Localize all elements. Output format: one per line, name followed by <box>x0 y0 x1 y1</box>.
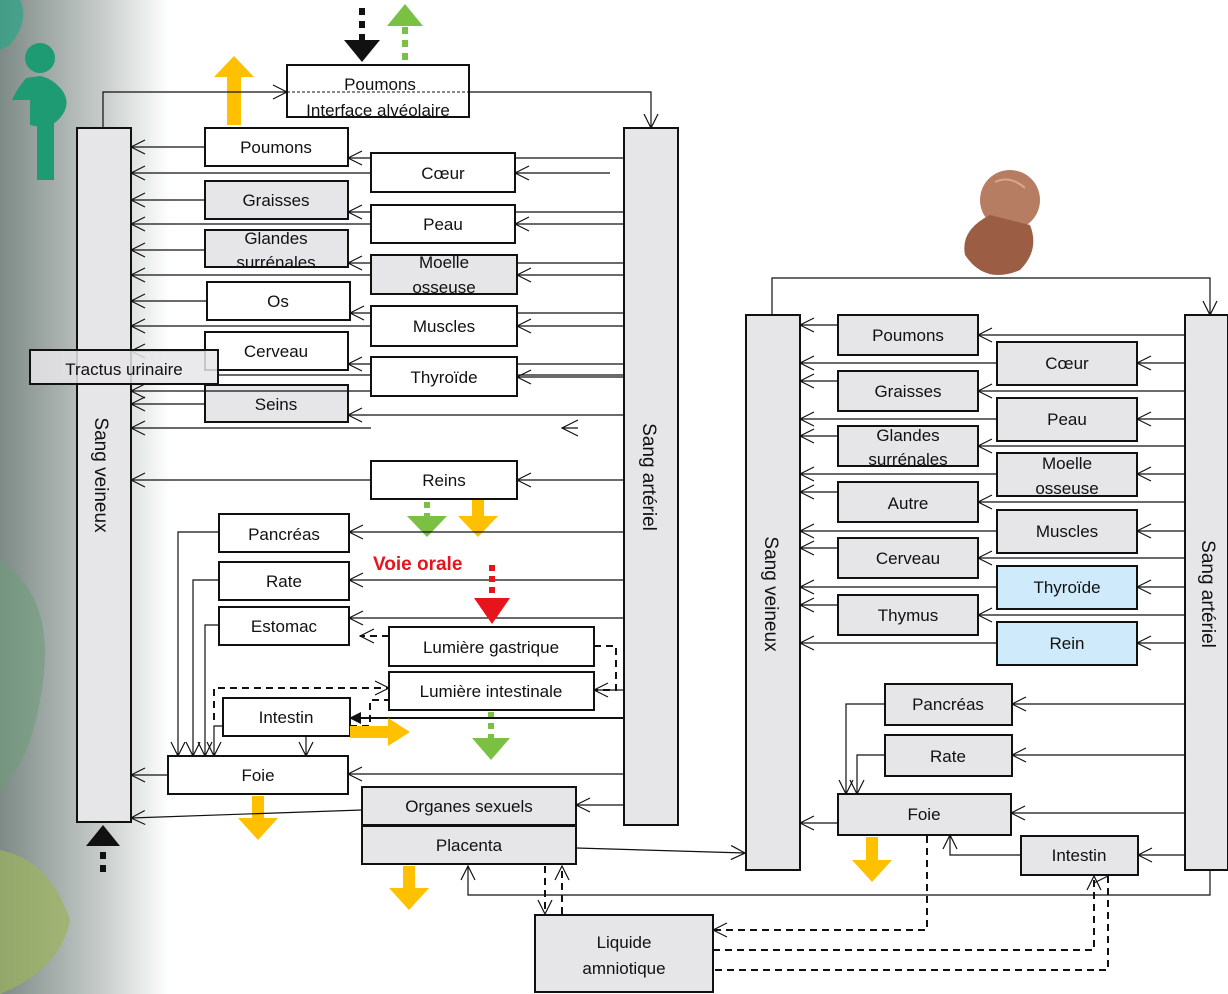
svg-text:Graisses: Graisses <box>874 382 941 401</box>
fetal-organ-cerveau: Cerveau <box>837 537 979 579</box>
oral-route-label: Voie orale <box>373 554 462 575</box>
svg-text:Organes sexuels: Organes sexuels <box>405 797 533 816</box>
svg-text:Foie: Foie <box>907 805 940 824</box>
svg-text:Muscles: Muscles <box>1036 522 1098 541</box>
fetal-organ-thyroide: Thyroïde <box>996 565 1138 610</box>
svg-text:Peau: Peau <box>423 215 463 234</box>
svg-text:Poumons: Poumons <box>872 326 944 345</box>
svg-text:Thyroïde: Thyroïde <box>1033 578 1100 597</box>
amniotic-fluid: Liquide amniotique <box>534 914 714 993</box>
svg-text:Graisses: Graisses <box>242 191 309 210</box>
maternal-organ-rate: Rate <box>218 561 350 601</box>
maternal-arterial-label: Sang artériel <box>638 423 659 531</box>
fetal-organ-autre: Autre <box>837 481 979 523</box>
svg-text:Glandes: Glandes <box>244 229 307 248</box>
svg-text:Glandes: Glandes <box>876 426 939 445</box>
fetal-organ-foie: Foie <box>837 793 1012 836</box>
fetal-organ-rein: Rein <box>996 621 1138 666</box>
svg-text:Foie: Foie <box>241 766 274 785</box>
svg-text:Thyroïde: Thyroïde <box>410 368 477 387</box>
svg-text:Rein: Rein <box>1050 634 1085 653</box>
fetal-organ-glandes: Glandes surrénales <box>837 425 979 469</box>
svg-text:Pancréas: Pancréas <box>248 525 320 544</box>
maternal-organ-moelle: Moelle osseuse <box>370 253 518 297</box>
svg-text:Rate: Rate <box>266 572 302 591</box>
maternal-organ-cerveau: Cerveau <box>204 331 349 371</box>
svg-text:Cerveau: Cerveau <box>876 549 940 568</box>
svg-text:Seins: Seins <box>255 395 298 414</box>
svg-text:Cerveau: Cerveau <box>244 342 308 361</box>
svg-text:surrénales: surrénales <box>236 253 315 272</box>
maternal-organ-organes-sexuels: Organes sexuels <box>361 786 577 826</box>
maternal-lumiere-intestinale: Lumière intestinale <box>388 671 595 711</box>
fetal-organ-coeur: Cœur <box>996 341 1138 386</box>
svg-text:Rate: Rate <box>930 747 966 766</box>
svg-text:Tractus urinaire: Tractus urinaire <box>65 360 182 379</box>
maternal-organ-foie: Foie <box>167 755 349 795</box>
maternal-arterial-blood <box>623 127 679 826</box>
fetal-organ-poumons: Poumons <box>837 314 979 356</box>
maternal-lung-interface-line1: Poumons <box>344 75 416 94</box>
svg-text:Reins: Reins <box>422 471 465 490</box>
maternal-organ-os: Os <box>206 281 351 321</box>
svg-text:Autre: Autre <box>888 494 929 513</box>
svg-text:Muscles: Muscles <box>413 317 475 336</box>
maternal-organ-estomac: Estomac <box>218 606 350 646</box>
fetal-organ-muscles: Muscles <box>996 509 1138 554</box>
svg-text:osseuse: osseuse <box>412 278 475 297</box>
svg-text:osseuse: osseuse <box>1035 479 1098 498</box>
maternal-venous-label: Sang veineux <box>90 417 111 533</box>
maternal-organ-glandes: Glandes surrénales <box>204 229 349 272</box>
fetal-organ-peau: Peau <box>996 397 1138 442</box>
maternal-organ-coeur: Cœur <box>370 152 516 193</box>
svg-text:Placenta: Placenta <box>436 836 503 855</box>
fetal-venous-blood <box>745 314 801 871</box>
maternal-venous-blood <box>76 127 132 823</box>
svg-text:amniotique: amniotique <box>582 959 665 978</box>
svg-text:Peau: Peau <box>1047 410 1087 429</box>
pregnant-woman-icon <box>12 43 67 180</box>
maternal-organ-graisses: Graisses <box>204 180 349 220</box>
svg-text:Os: Os <box>267 292 289 311</box>
fetal-organ-thymus: Thymus <box>837 594 979 636</box>
maternal-organ-pancreas: Pancréas <box>218 513 350 553</box>
fetal-organ-intestin: Intestin <box>1020 835 1139 876</box>
svg-text:surrénales: surrénales <box>868 450 947 469</box>
svg-text:Cœur: Cœur <box>421 164 465 183</box>
svg-text:Thymus: Thymus <box>878 606 938 625</box>
maternal-organ-reins: Reins <box>370 460 518 500</box>
svg-text:Liquide: Liquide <box>597 933 652 952</box>
svg-text:Cœur: Cœur <box>1045 354 1089 373</box>
fetal-organ-graisses: Graisses <box>837 370 979 412</box>
svg-text:Lumière intestinale: Lumière intestinale <box>420 682 563 701</box>
maternal-organ-thyroide: Thyroïde <box>370 356 518 397</box>
maternal-organ-placenta: Placenta <box>361 825 577 865</box>
fetal-organ-moelle: Moelle osseuse <box>996 452 1138 498</box>
maternal-organ-intestin: Intestin <box>222 697 351 737</box>
maternal-organ-poumons: Poumons <box>204 127 349 167</box>
svg-text:Moelle: Moelle <box>1042 454 1092 473</box>
svg-text:Pancréas: Pancréas <box>912 695 984 714</box>
svg-text:Estomac: Estomac <box>251 617 318 636</box>
svg-text:Moelle: Moelle <box>419 253 469 272</box>
maternal-organ-peau: Peau <box>370 204 516 244</box>
fetal-organ-pancreas: Pancréas <box>884 683 1013 726</box>
maternal-lung-interface-line2: Interface alvéolaire <box>306 101 450 120</box>
fetal-arterial-label: Sang artériel <box>1197 540 1218 648</box>
fetal-venous-label: Sang veineux <box>760 536 781 652</box>
svg-text:Intestin: Intestin <box>1052 846 1107 865</box>
maternal-lumiere-gastrique: Lumière gastrique <box>388 626 595 667</box>
svg-text:Intestin: Intestin <box>259 708 314 727</box>
svg-text:Poumons: Poumons <box>240 138 312 157</box>
fetal-arterial-blood <box>1184 314 1228 871</box>
maternal-organ-muscles: Muscles <box>370 305 518 347</box>
fetus-icon <box>964 170 1040 275</box>
fetal-organ-rate: Rate <box>884 734 1013 777</box>
svg-text:Lumière gastrique: Lumière gastrique <box>423 638 559 657</box>
maternal-organ-tractus-urinaire: Tractus urinaire <box>29 349 219 385</box>
